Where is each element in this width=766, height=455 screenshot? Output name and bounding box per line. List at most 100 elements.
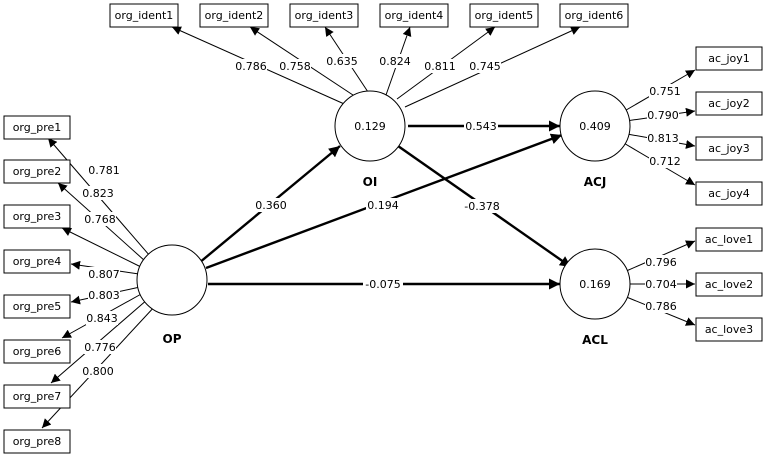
indicator-ac_love3[interactable]: ac_love3 bbox=[695, 317, 763, 342]
path-label-oi-acl: -0.378 bbox=[462, 199, 502, 213]
indicator-org_ident3[interactable]: org_ident3 bbox=[289, 3, 359, 28]
loading-label-org_pre3: 0.768 bbox=[84, 212, 116, 226]
indicator-label: org_pre7 bbox=[13, 390, 62, 403]
svg-text:0.758: 0.758 bbox=[279, 60, 311, 73]
latent-acl-circle[interactable] bbox=[559, 248, 631, 320]
path-label-op-oi: 0.360 bbox=[254, 198, 288, 212]
latent-oi[interactable]: 0.129 OI bbox=[334, 90, 406, 189]
latent-acj[interactable]: 0.409 ACJ bbox=[559, 90, 631, 189]
indicator-label: org_pre1 bbox=[13, 121, 62, 134]
latent-op-name: OP bbox=[163, 332, 182, 346]
loading-label-org_ident6: 0.745 bbox=[469, 59, 501, 73]
svg-text:0.704: 0.704 bbox=[645, 278, 677, 291]
loading-label-org_ident2: 0.758 bbox=[279, 59, 311, 73]
indicator-label: org_ident2 bbox=[205, 9, 264, 22]
loading-label-org_pre1: 0.781 bbox=[88, 163, 120, 177]
svg-text:0.635: 0.635 bbox=[326, 55, 358, 68]
latent-acl-r2: 0.169 bbox=[579, 278, 611, 291]
indicator-label: org_pre3 bbox=[13, 210, 62, 223]
path-label-oi-acj: 0.543 bbox=[464, 119, 498, 133]
loading-label-org_pre2: 0.823 bbox=[82, 186, 114, 200]
svg-text:0.786: 0.786 bbox=[645, 300, 677, 313]
loading-label-ac_joy3: 0.813 bbox=[647, 131, 679, 145]
svg-text:0.786: 0.786 bbox=[235, 60, 267, 73]
indicator-label: org_ident1 bbox=[115, 9, 174, 22]
indicator-label: org_ident5 bbox=[475, 9, 534, 22]
svg-text:-0.075: -0.075 bbox=[365, 278, 400, 291]
loading-label-org_pre8: 0.800 bbox=[82, 364, 114, 378]
svg-text:0.768: 0.768 bbox=[84, 213, 116, 226]
indicator-org_ident5[interactable]: org_ident5 bbox=[469, 3, 539, 28]
svg-text:0.781: 0.781 bbox=[88, 164, 120, 177]
latent-oi-r2: 0.129 bbox=[354, 120, 386, 133]
indicator-ac_joy2[interactable]: ac_joy2 bbox=[695, 91, 763, 116]
indicator-label: org_ident6 bbox=[565, 9, 624, 22]
loading-label-ac_joy4: 0.712 bbox=[649, 154, 681, 168]
path-label-op-acj: 0.194 bbox=[366, 198, 400, 212]
latent-acj-r2: 0.409 bbox=[579, 120, 611, 133]
svg-text:0.807: 0.807 bbox=[88, 268, 120, 281]
indicator-label: org_pre5 bbox=[13, 300, 62, 313]
indicator-org_pre2[interactable]: org_pre2 bbox=[3, 159, 71, 184]
indicator-org_pre3[interactable]: org_pre3 bbox=[3, 204, 71, 229]
svg-text:0.796: 0.796 bbox=[645, 256, 677, 269]
indicator-label: ac_joy3 bbox=[708, 142, 750, 155]
svg-text:0.823: 0.823 bbox=[82, 187, 114, 200]
svg-text:0.803: 0.803 bbox=[88, 289, 120, 302]
svg-text:0.751: 0.751 bbox=[649, 85, 681, 98]
loading-label-ac_love3: 0.786 bbox=[645, 299, 677, 313]
indicator-label: ac_love1 bbox=[705, 233, 753, 246]
latent-acl[interactable]: 0.169 ACL bbox=[559, 248, 631, 347]
indicator-label: ac_love3 bbox=[705, 323, 753, 336]
svg-text:0.194: 0.194 bbox=[367, 199, 399, 212]
loading-label-org_pre4: 0.807 bbox=[88, 267, 120, 281]
loading-label-org_ident4: 0.824 bbox=[379, 54, 411, 68]
svg-text:0.712: 0.712 bbox=[649, 155, 681, 168]
indicator-org_pre8[interactable]: org_pre8 bbox=[3, 429, 71, 454]
indicator-label: org_ident4 bbox=[385, 9, 444, 22]
latent-oi-circle[interactable] bbox=[334, 90, 406, 162]
svg-text:0.360: 0.360 bbox=[255, 199, 287, 212]
indicator-ac_joy3[interactable]: ac_joy3 bbox=[695, 136, 763, 161]
loading-lines bbox=[41, 26, 696, 429]
indicator-label: org_pre4 bbox=[13, 255, 62, 268]
indicator-org_ident1[interactable]: org_ident1 bbox=[109, 3, 179, 28]
indicator-label: org_pre2 bbox=[13, 165, 62, 178]
svg-text:0.811: 0.811 bbox=[424, 60, 456, 73]
svg-text:0.813: 0.813 bbox=[647, 132, 679, 145]
indicator-label: org_pre8 bbox=[13, 435, 62, 448]
svg-text:0.790: 0.790 bbox=[647, 109, 679, 122]
indicator-org_ident2[interactable]: org_ident2 bbox=[199, 3, 269, 28]
loading-label-org_ident3: 0.635 bbox=[326, 54, 358, 68]
loading-line-org_pre3 bbox=[61, 227, 142, 268]
indicator-org_ident6[interactable]: org_ident6 bbox=[559, 3, 629, 28]
indicator-label: org_ident3 bbox=[295, 9, 354, 22]
loading-label-ac_joy2: 0.790 bbox=[647, 108, 679, 122]
indicator-label: org_pre6 bbox=[13, 345, 62, 358]
latent-acl-name: ACL bbox=[582, 333, 608, 347]
latent-oi-name: OI bbox=[363, 175, 378, 189]
indicator-ac_love1[interactable]: ac_love1 bbox=[695, 227, 763, 252]
indicator-org_pre6[interactable]: org_pre6 bbox=[3, 339, 71, 364]
indicator-ac_joy1[interactable]: ac_joy1 bbox=[695, 46, 763, 71]
svg-text:0.776: 0.776 bbox=[84, 341, 116, 354]
indicator-org_pre5[interactable]: org_pre5 bbox=[3, 294, 71, 319]
svg-text:0.843: 0.843 bbox=[86, 312, 118, 325]
svg-text:0.745: 0.745 bbox=[469, 60, 501, 73]
indicator-org_pre4[interactable]: org_pre4 bbox=[3, 249, 71, 274]
loading-label-org_pre6: 0.843 bbox=[86, 311, 118, 325]
indicator-label: ac_joy1 bbox=[708, 52, 750, 65]
loading-label-ac_love2: 0.704 bbox=[645, 277, 677, 291]
loading-label-org_pre7: 0.776 bbox=[84, 340, 116, 354]
latent-op[interactable]: OP bbox=[136, 244, 208, 346]
latent-op-circle[interactable] bbox=[136, 244, 208, 316]
indicator-org_ident4[interactable]: org_ident4 bbox=[379, 3, 449, 28]
loading-label-org_pre5: 0.803 bbox=[88, 288, 120, 302]
indicator-org_pre1[interactable]: org_pre1 bbox=[3, 115, 71, 140]
indicator-org_pre7[interactable]: org_pre7 bbox=[3, 384, 71, 409]
indicator-ac_joy4[interactable]: ac_joy4 bbox=[695, 181, 763, 206]
indicator-ac_love2[interactable]: ac_love2 bbox=[695, 272, 763, 297]
latent-acj-name: ACJ bbox=[584, 175, 607, 189]
latent-acj-circle[interactable] bbox=[559, 90, 631, 162]
loading-label-org_ident1: 0.786 bbox=[235, 59, 267, 73]
